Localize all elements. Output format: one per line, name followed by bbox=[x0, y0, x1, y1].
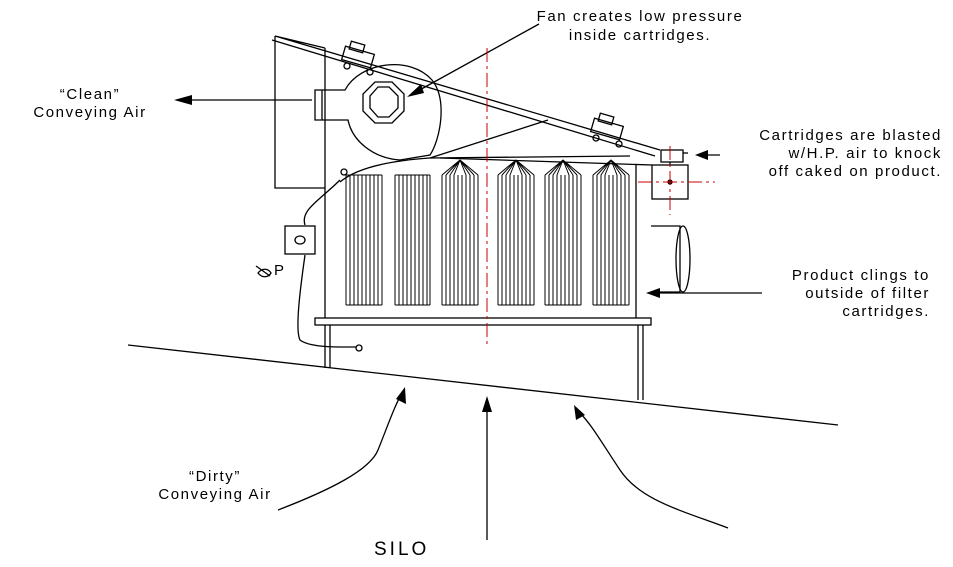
base-flange bbox=[314, 317, 652, 326]
inlet-nozzle bbox=[651, 225, 681, 293]
roof-clamp bbox=[340, 40, 376, 76]
product-label-line-1: Product clings to bbox=[791, 267, 930, 284]
filter-cartridge bbox=[441, 159, 479, 306]
roof-clamp bbox=[589, 112, 625, 148]
blast-label: Cartridges are blasted w/H.P. air to kno… bbox=[700, 127, 942, 181]
clean-air-label-line-2: Conveying Air bbox=[33, 104, 147, 121]
silo-roof-line bbox=[127, 344, 839, 426]
housing bbox=[274, 35, 661, 318]
fan-arrow bbox=[415, 23, 540, 93]
filter-cartridges bbox=[345, 159, 630, 306]
filter-cartridge bbox=[497, 159, 535, 306]
fan-housing bbox=[314, 64, 442, 161]
dirty-air-label-line-1: “Dirty” bbox=[188, 468, 242, 485]
fan-label-line-1: Fan creates low pressure bbox=[536, 8, 744, 25]
blast-label-line-1: Cartridges are blasted bbox=[759, 127, 942, 144]
clean-air-label-line-1: “Clean” bbox=[59, 86, 121, 103]
fan-label-line-2: inside cartridges. bbox=[568, 27, 712, 44]
filter-cartridge bbox=[592, 159, 630, 306]
silo-label: SILO bbox=[374, 539, 430, 560]
gauge-eye-icon bbox=[255, 265, 272, 278]
product-label-line-3: cartridges. bbox=[842, 303, 930, 320]
filter-cartridge bbox=[394, 174, 431, 306]
pressure-gauge bbox=[284, 225, 316, 255]
clean-air-label: “Clean” Conveying Air bbox=[0, 86, 180, 122]
fan-wheel bbox=[362, 81, 405, 124]
dirty-air-label: “Dirty” Conveying Air bbox=[120, 468, 310, 504]
pressure-gauge-label: P bbox=[274, 262, 286, 279]
dirty-air-arrow-right bbox=[578, 411, 729, 529]
filter-cartridge bbox=[345, 174, 383, 306]
product-label-line-2: outside of filter bbox=[805, 285, 930, 302]
gauge-tubing bbox=[297, 179, 357, 348]
product-label: Product clings to outside of filter cart… bbox=[740, 267, 930, 321]
dirty-air-arrow-left bbox=[277, 392, 403, 511]
blast-label-line-3: off caked on product. bbox=[768, 163, 942, 180]
blast-label-line-2: w/H.P. air to knock bbox=[788, 145, 942, 162]
filter-cartridge bbox=[544, 159, 582, 306]
pulse-valve bbox=[660, 149, 684, 163]
dirty-air-label-line-2: Conveying Air bbox=[158, 486, 272, 503]
